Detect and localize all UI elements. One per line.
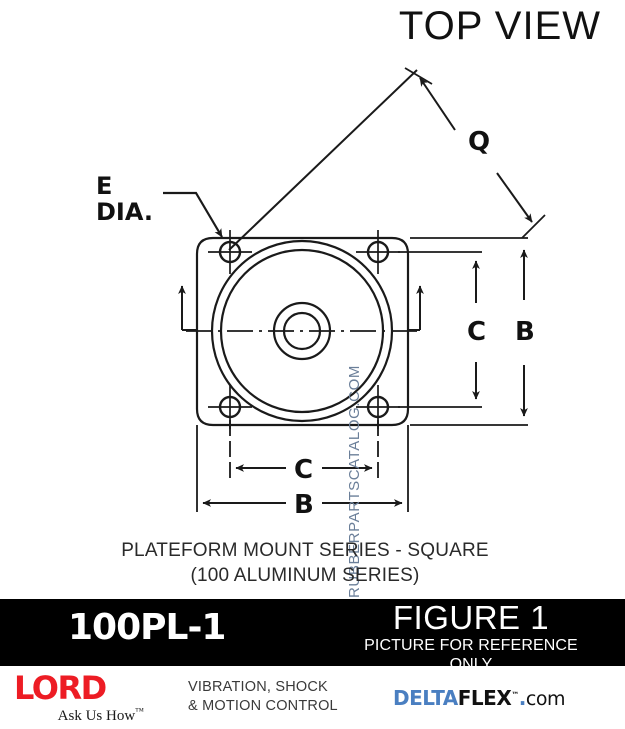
b-vertical-label: B [515, 317, 535, 347]
footer-bar: LORD Ask Us How™ VIBRATION, SHOCK & MOTI… [0, 666, 625, 729]
c-horizontal-dimension [229, 420, 379, 478]
lord-logo[interactable]: LORD Ask Us How™ [14, 672, 154, 725]
e-dia-label: E DIA. [96, 173, 153, 225]
e-dia-label-line1: E [96, 172, 113, 200]
c-horizontal-label: C [294, 455, 314, 485]
lord-tagline-tm: ™ [135, 706, 144, 716]
q-arrow-lower [496, 172, 533, 223]
b-vertical-dimension [410, 237, 528, 426]
figure-block: FIGURE 1 PICTURE FOR REFERENCE ONLY [341, 600, 601, 674]
caption-block: PLATEFORM MOUNT SERIES - SQUARE (100 ALU… [0, 538, 610, 588]
tagline-block: VIBRATION, SHOCK & MOTION CONTROL [188, 678, 338, 716]
e-dia-leader-line [163, 191, 223, 238]
deltaflex-logo[interactable]: DELTAFLEX™.com [393, 686, 565, 710]
mount-plate-outline [195, 236, 410, 427]
tagline-line-1: VIBRATION, SHOCK [188, 679, 328, 695]
part-number-label: 100PL-1 [68, 607, 226, 648]
caption-line-1: PLATEFORM MOUNT SERIES - SQUARE [121, 540, 489, 561]
c-vertical-label: C [467, 317, 487, 347]
deltaflex-tm-icon: ™ [511, 690, 519, 700]
deltaflex-com-text: com [525, 688, 566, 710]
q-arrow-upper [419, 77, 456, 131]
e-dia-label-line2: DIA. [96, 198, 153, 226]
tagline-line-2: & MOTION CONTROL [188, 698, 338, 714]
inner-height-arrows [178, 285, 424, 331]
deltaflex-flex-text: FLEX [457, 686, 512, 710]
lord-logo-tagline: Ask Us How™ [14, 703, 154, 725]
deltaflex-delta-text: DELTA [393, 686, 458, 710]
figure-title: FIGURE 1 [392, 599, 550, 636]
c-vertical-dimension [398, 251, 482, 408]
figure-banner: 100PL-1 FIGURE 1 PICTURE FOR REFERENCE O… [0, 599, 625, 673]
b-horizontal-label: B [294, 490, 314, 520]
q-label: Q [468, 127, 491, 157]
caption-line-2: (100 ALUMINUM SERIES) [190, 565, 420, 586]
technical-drawing [163, 67, 546, 512]
deltaflex-dot: . [518, 686, 527, 710]
page-title: TOP VIEW [398, 4, 601, 48]
lord-logo-wordmark: LORD [14, 669, 107, 707]
b-horizontal-dimension [196, 425, 409, 512]
q-dimension [228, 67, 546, 251]
lord-tagline-text: Ask Us How [57, 708, 136, 724]
bolt-hole-centerlines [208, 230, 400, 429]
q-extension-line-left [228, 69, 418, 251]
